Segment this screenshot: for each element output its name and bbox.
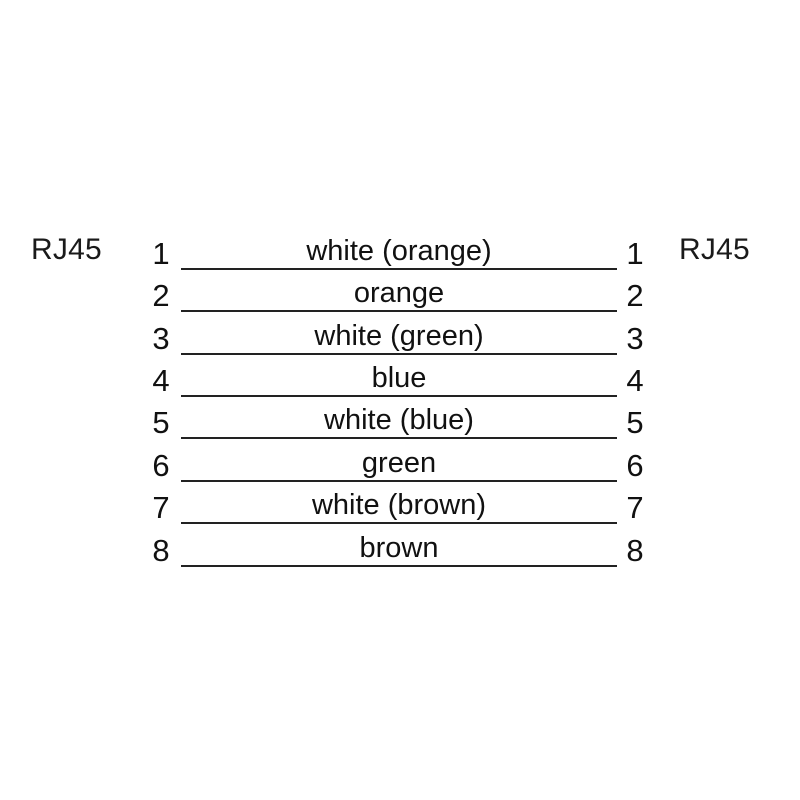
right-pin-number: 3 (626, 321, 644, 356)
left-pin-number: 8 (152, 533, 170, 568)
wire-color-label: blue (371, 362, 427, 394)
right-pin-number: 6 (626, 448, 644, 483)
right-pin-number: 5 (626, 405, 644, 440)
wire-color-label: green (361, 447, 437, 479)
wire-line (181, 353, 617, 355)
wire-line (181, 480, 617, 482)
wire-color-label: white (orange) (306, 235, 492, 267)
right-pin-number: 8 (626, 533, 644, 568)
wire-line (181, 310, 617, 312)
right-pin-number: 7 (626, 490, 644, 525)
wire-color-label: brown (359, 532, 439, 564)
left-pin-number: 7 (152, 490, 170, 525)
right-pin-number: 1 (626, 236, 644, 271)
wire-color-label: white (blue) (324, 404, 474, 436)
left-pin-number: 2 (152, 278, 170, 313)
wire-line (181, 522, 617, 524)
right-pin-number: 4 (626, 363, 644, 398)
wire-color-label: white (brown) (311, 489, 487, 521)
right-connector-label: RJ45 (679, 233, 750, 266)
left-pin-number: 5 (152, 405, 170, 440)
left-pin-number: 6 (152, 448, 170, 483)
left-pin-number: 1 (152, 236, 170, 271)
wire-line (181, 437, 617, 439)
left-connector-label: RJ45 (31, 233, 102, 266)
wire-color-label: white (green) (314, 320, 484, 352)
left-pin-number: 3 (152, 321, 170, 356)
right-pin-number: 2 (626, 278, 644, 313)
wire-line (181, 268, 617, 270)
wire-line (181, 395, 617, 397)
wire-color-label: orange (353, 277, 445, 309)
left-pin-number: 4 (152, 363, 170, 398)
wire-line (181, 565, 617, 567)
